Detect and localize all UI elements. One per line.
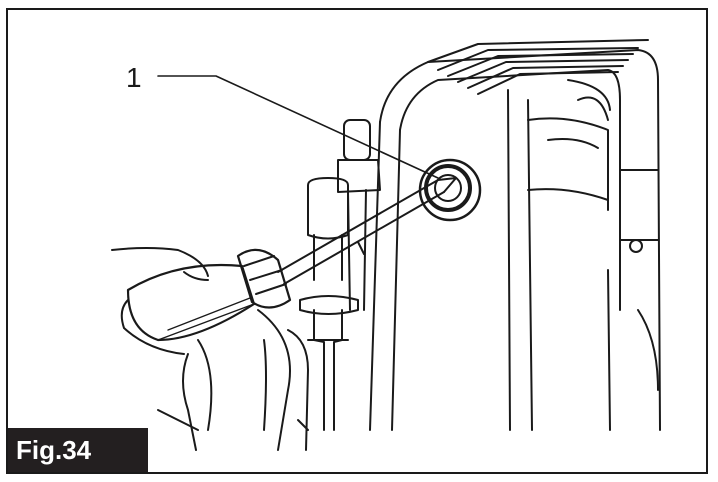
- router-illustration: [111, 39, 661, 451]
- callout-number-1: 1: [126, 62, 142, 93]
- depth-rod: [297, 119, 381, 431]
- figure-label: Fig.34: [8, 428, 148, 472]
- hand-icon: [111, 247, 309, 451]
- figure-frame: 1 Fig.34: [6, 8, 708, 474]
- callout-leader-line: [157, 75, 439, 179]
- brush-holder-cap: [418, 158, 482, 222]
- screwdriver-icon: [126, 177, 457, 342]
- motor-housing: [369, 39, 661, 431]
